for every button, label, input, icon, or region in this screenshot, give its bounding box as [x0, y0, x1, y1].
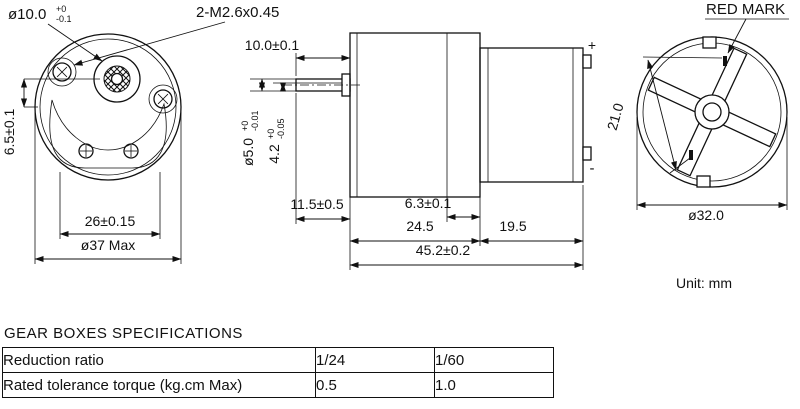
terminal-spacing-label: 21.0	[604, 101, 627, 132]
spec-row-label: Reduction ratio	[2, 347, 316, 373]
shaft-dia-tol-dn: -0.01	[250, 110, 260, 131]
red-mark-callout: RED MARK	[705, 1, 789, 54]
dim-shaft-length: 10.0±0.1	[245, 37, 351, 76]
dim-rear-section: 6.3±0.1	[405, 195, 481, 222]
rear-terminal-top	[702, 36, 717, 49]
spec-table: Reduction ratio 1/24 1/60 Rated toleranc…	[2, 347, 554, 398]
front-view: ø10.0 +0 -0.1 2-M2.6x0.45 6.5±0.1 26±0.1…	[1, 4, 279, 264]
dim-screw-callout: 2-M2.6x0.45	[73, 4, 279, 66]
dim-total-length: 45.2±0.2	[349, 242, 584, 270]
dim-gearbox-length: 24.5	[349, 218, 481, 246]
screw-bottom-left	[78, 143, 94, 159]
unit-label: Unit: mm	[676, 275, 732, 291]
shaft-dia-tol-up: +0	[240, 121, 250, 131]
protrusion-label: 11.5±0.5	[290, 196, 344, 212]
rear-terminal-bottom	[696, 175, 711, 188]
red-mark-label: RED MARK	[706, 1, 785, 18]
right-screw-boss	[148, 84, 178, 114]
side-view: + - 10.0±0.1 ø5.0 +0 -0.01 4.2 +0 -0.05	[240, 32, 596, 270]
dim-shaft-protrusion: 11.5±0.5	[290, 93, 351, 224]
shaft-dia-label: ø5.0	[240, 138, 256, 166]
gearbox-body	[349, 32, 481, 198]
rear-section-label: 6.3±0.1	[405, 195, 452, 211]
flat-dim-label: 4.2	[266, 144, 282, 164]
gearbox-length-label: 24.5	[406, 218, 433, 234]
boss-dia-tol-up: +0	[56, 4, 66, 14]
offset-dim-label: 6.5±0.1	[1, 108, 17, 155]
screw-callout-label: 2-M2.6x0.45	[196, 4, 279, 21]
dim-motor-length: 19.5	[479, 185, 584, 246]
shaft-hole	[110, 72, 124, 86]
mounting-plate-outline	[49, 99, 167, 169]
brush-mark-top	[723, 56, 727, 66]
dim-motor-diameter: ø32.0	[636, 117, 788, 223]
spec-table-title: GEAR BOXES SPECIFICATIONS	[4, 325, 243, 342]
screw-top-right	[153, 89, 173, 109]
terminal-tab-minus	[582, 146, 592, 161]
terminal-plus-label: +	[588, 37, 596, 53]
spec-table-row-reduction: Reduction ratio 1/24 1/60	[2, 347, 554, 373]
spec-row-value-2: 1.0	[434, 372, 554, 398]
spec-row-value-2: 1/60	[434, 347, 554, 373]
shaft-boss	[93, 55, 141, 103]
screw-bottom-right	[123, 143, 139, 159]
spec-table-row-torque: Rated tolerance torque (kg.cm Max) 0.5 1…	[2, 372, 554, 398]
spec-row-label: Rated tolerance torque (kg.cm Max)	[2, 372, 316, 398]
hole-spacing-label: 26±0.15	[85, 213, 136, 229]
outer-dia-label: ø37 Max	[81, 237, 135, 253]
rear-hub-inner	[702, 102, 722, 122]
shaft-length-label: 10.0±0.1	[245, 37, 300, 53]
spec-row-value-1: 0.5	[315, 372, 435, 398]
dim-boss-diameter: ø10.0 +0 -0.1	[8, 4, 103, 62]
motor-length-label: 19.5	[499, 218, 526, 234]
terminal-minus-label: -	[590, 160, 595, 177]
screw-top-left	[52, 62, 72, 82]
dim-hole-spacing: 26±0.15	[59, 172, 161, 239]
dim-terminal-spacing: 21.0	[604, 56, 723, 174]
dim-shaft-diameter: ø5.0 +0 -0.01	[240, 78, 296, 166]
total-length-label: 45.2±0.2	[416, 242, 471, 258]
flat-tol-dn: -0.05	[276, 118, 286, 139]
boss-dia-label: ø10.0	[8, 6, 46, 23]
flat-tol-up: +0	[266, 129, 276, 139]
rear-view: RED MARK 21.0 ø32.0 Unit: mm	[604, 1, 789, 291]
motor-dia-label: ø32.0	[688, 207, 724, 223]
boss-dia-tol-dn: -0.1	[56, 14, 72, 24]
left-screw-boss	[47, 57, 77, 87]
motor-drawing: ø10.0 +0 -0.1 2-M2.6x0.45 6.5±0.1 26±0.1…	[1, 1, 789, 291]
dim-offset-6-5: 6.5±0.1	[1, 78, 100, 155]
brush-mark-bottom	[689, 150, 693, 160]
dim-outer-diameter: ø37 Max	[34, 112, 182, 264]
terminal-tab-plus	[582, 54, 592, 69]
gearbox-inner-circle	[39, 38, 177, 176]
spec-row-value-1: 1/24	[315, 347, 435, 373]
dim-shaft-flat: 4.2 +0 -0.05	[266, 82, 296, 164]
motor-body	[479, 47, 584, 183]
